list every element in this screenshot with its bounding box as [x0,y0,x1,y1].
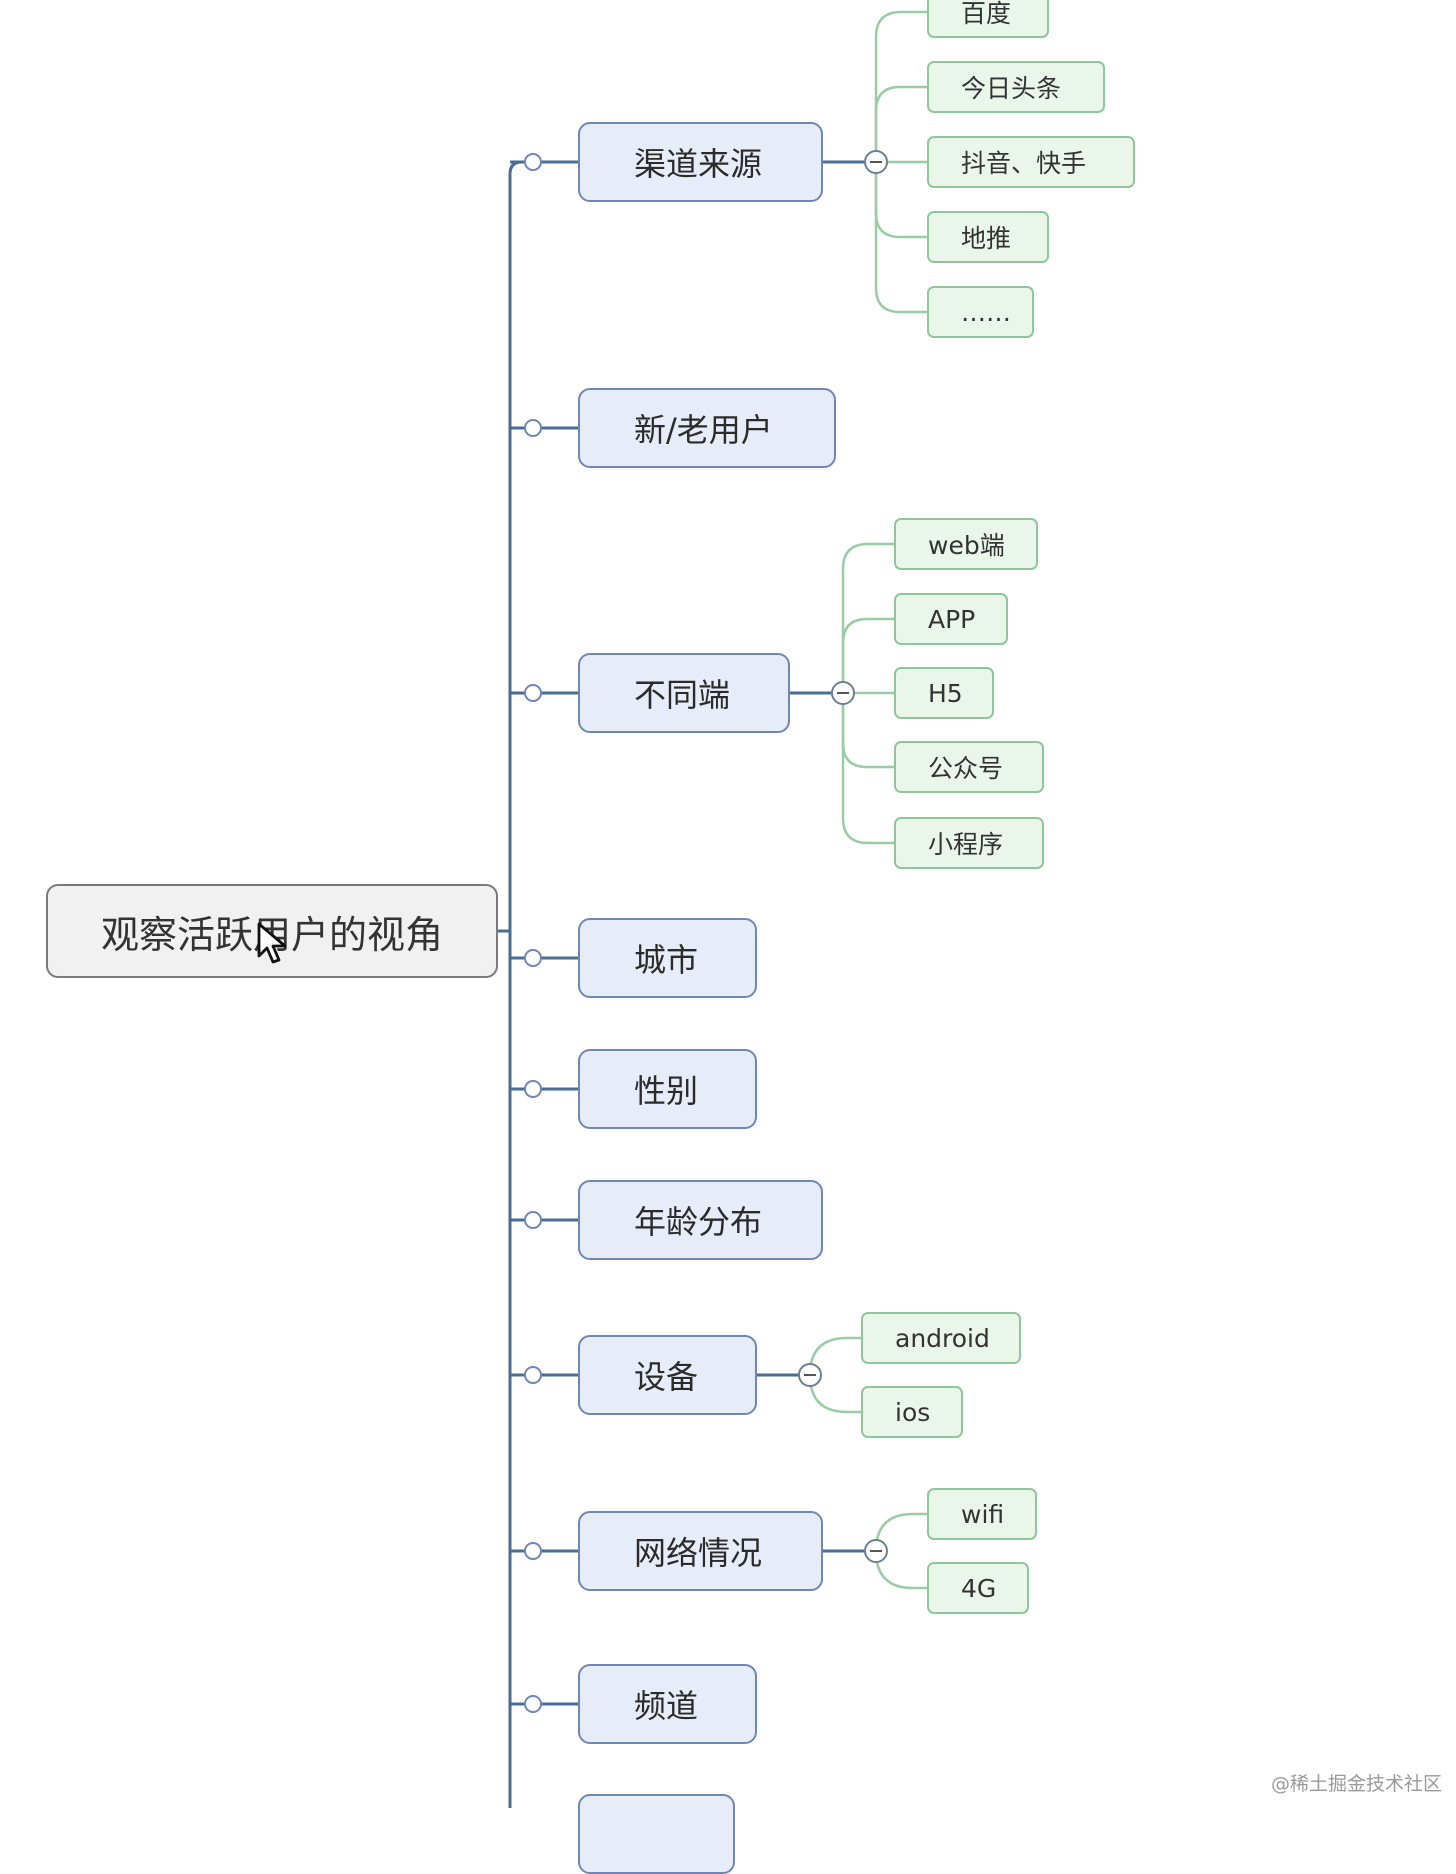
leaf-node-label: APP [928,604,976,634]
collapse-minus-icon[interactable] [798,1363,822,1387]
expand-handle-icon[interactable] [524,1542,542,1560]
leaf-node-label: android [895,1323,990,1353]
leaf-node[interactable]: H5 [894,667,994,719]
leaf-node[interactable]: 抖音、快手 [927,136,1135,188]
leaf-node[interactable]: 公众号 [894,741,1044,793]
leaf-node[interactable]: 百度 [927,0,1049,38]
branch-node-label: 年龄分布 [634,1203,763,1241]
collapse-minus-icon[interactable] [831,681,855,705]
expand-handle-icon[interactable] [524,153,542,171]
leaf-node-label: 抖音、快手 [961,149,1087,178]
leaf-node-label: H5 [928,678,963,708]
branch-node[interactable]: 网络情况 [578,1511,823,1591]
branch-node[interactable]: 不同端 [578,653,790,733]
branch-node[interactable]: 设备 [578,1335,757,1415]
leaf-node[interactable]: 4G [927,1562,1029,1614]
branch-node[interactable]: 城市 [578,918,757,998]
collapse-minus-icon[interactable] [864,1539,888,1563]
branch-node-label: 网络情况 [634,1534,763,1572]
branch-lines [510,160,578,1706]
leaf-node-label: ios [895,1397,931,1427]
branch-node[interactable]: 新/老用户 [578,388,836,468]
mouse-pointer-icon [257,922,287,964]
expand-handle-icon[interactable] [524,684,542,702]
leaf-node[interactable]: 小程序 [894,817,1044,869]
expand-handle-icon[interactable] [524,1695,542,1713]
branch-node[interactable]: 性别 [578,1049,757,1129]
expand-handle-icon[interactable] [524,1080,542,1098]
leaf-node[interactable]: ios [861,1386,963,1438]
leaf-node[interactable]: web端 [894,518,1038,570]
leaf-node[interactable]: wifi [927,1488,1037,1540]
branch-node-label: 城市 [634,941,699,979]
expand-handle-icon[interactable] [524,949,542,967]
collapse-minus-icon[interactable] [864,150,888,174]
branch-node[interactable]: 渠道来源 [578,122,823,202]
trunk-line [498,160,578,1808]
leaf-node-label: 公众号 [928,754,1004,783]
leaf-node-label: web端 [928,531,1005,560]
branch-node-label: 性别 [634,1072,699,1110]
branch-node[interactable]: 年龄分布 [578,1180,823,1260]
leaf-node-label: 小程序 [928,830,1004,859]
branch-node-label: 新/老用户 [634,411,773,449]
leaf-node-label: 百度 [961,0,1012,28]
expand-handle-icon[interactable] [524,1366,542,1384]
leaf-node-label: 今日头条 [961,74,1062,103]
leaf-node[interactable]: …… [927,286,1034,338]
watermark: @稀土掘金技术社区 [1270,1773,1442,1795]
leaf-node[interactable]: android [861,1312,1021,1364]
leaf-node[interactable]: 今日头条 [927,61,1105,113]
branch-node-label: 设备 [634,1358,699,1396]
branch-node[interactable] [578,1794,735,1874]
expand-handle-icon[interactable] [524,1211,542,1229]
leaf-node-label: …… [961,297,1011,327]
leaf-node-label: 4G [961,1573,997,1603]
leaf-node-label: wifi [961,1499,1005,1529]
branch-to-child-lines [757,160,876,1553]
branch-node[interactable]: 频道 [578,1664,757,1744]
branch-node-label: 频道 [634,1687,699,1725]
leaf-node[interactable]: 地推 [927,211,1049,263]
branch-node-label: 渠道来源 [634,145,763,183]
leaf-node[interactable]: APP [894,593,1008,645]
branch-node-label: 不同端 [634,676,731,714]
leaf-node-label: 地推 [961,224,1012,253]
expand-handle-icon[interactable] [524,419,542,437]
